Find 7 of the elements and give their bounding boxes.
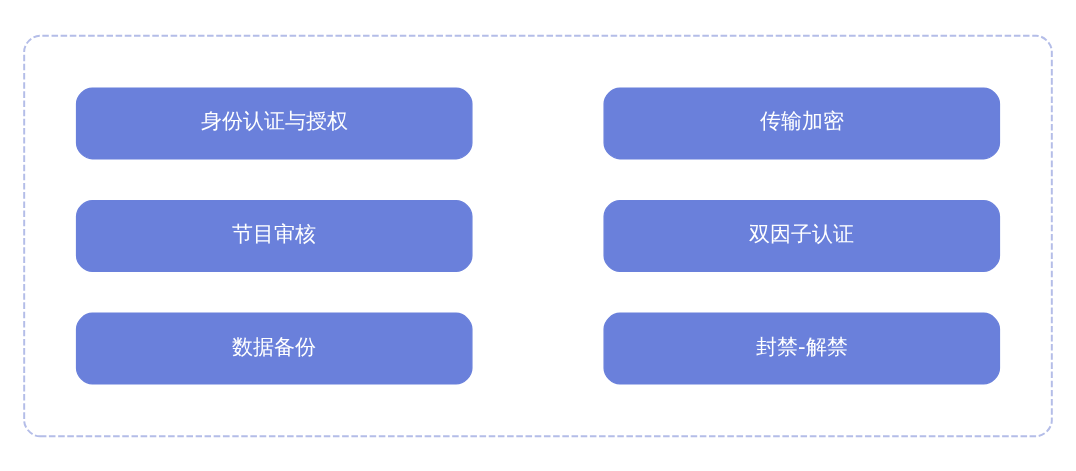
node-box: 双因子认证: [603, 199, 1001, 272]
node-box: 数据备份: [75, 312, 473, 385]
node-box: 传输加密: [603, 86, 1001, 159]
node-box: 封禁-解禁: [603, 312, 1001, 385]
node-box: 身份认证与授权: [75, 86, 473, 159]
node-box: 节目审核: [75, 199, 473, 272]
cluster: [23, 34, 1053, 437]
